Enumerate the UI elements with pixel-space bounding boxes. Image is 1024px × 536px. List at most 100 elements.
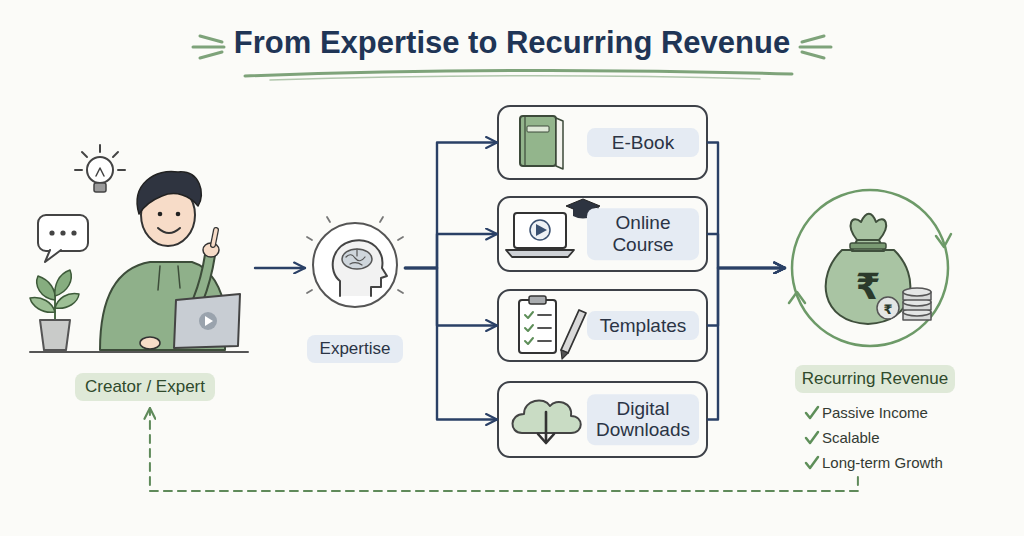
laptop-base — [506, 250, 574, 257]
eye — [158, 212, 163, 217]
expertise-circle: Expertise — [305, 215, 405, 365]
check-mark — [525, 325, 533, 331]
product-label: Online Course — [587, 208, 699, 260]
plant-leaf — [55, 294, 79, 309]
title-dash — [802, 52, 824, 58]
ray — [380, 217, 383, 222]
product-box: Digital Downloads — [497, 381, 708, 458]
play-button — [530, 220, 550, 240]
revenue-circle: Recurring RevenuePassive IncomeScalableL… — [785, 185, 965, 477]
flow-arrow — [708, 143, 785, 268]
pointing-finger — [213, 230, 216, 245]
money-bag — [826, 250, 911, 324]
flow-arrow — [405, 143, 497, 268]
ray — [75, 169, 82, 171]
ray — [327, 217, 330, 222]
ray — [113, 152, 118, 157]
speech-dot — [71, 230, 76, 235]
clipboard-clip — [529, 296, 546, 304]
speech-dot — [60, 230, 65, 235]
ray — [99, 145, 101, 152]
ray — [398, 237, 403, 240]
speech-bubble — [38, 215, 88, 251]
flow-arrow — [708, 268, 785, 326]
title-dash — [200, 36, 222, 42]
text-line — [538, 315, 551, 341]
book-spine — [524, 117, 525, 165]
laptop-back — [174, 294, 240, 348]
laptop-screen — [514, 213, 566, 248]
book-cover — [520, 116, 556, 166]
hand — [140, 337, 160, 349]
flow-arrow — [405, 268, 497, 420]
title-dash — [802, 36, 824, 42]
node-label: Recurring Revenue — [795, 365, 955, 393]
speech-bubble-tail — [45, 250, 61, 262]
flow-arrow — [405, 268, 497, 326]
plant-leaf — [37, 276, 55, 300]
play-triangle — [536, 224, 547, 236]
play-button — [199, 312, 217, 330]
book-pages — [556, 118, 563, 169]
ray — [307, 237, 312, 240]
title-dash — [800, 46, 831, 49]
creator-illustration — [30, 145, 248, 352]
product-box: Templates — [497, 289, 708, 362]
coin-symbol: ₹ — [883, 303, 892, 316]
hair — [137, 171, 201, 214]
cycle-arrow-head — [936, 234, 951, 247]
pointing-finger — [213, 230, 216, 245]
check-mark — [806, 432, 818, 443]
book-label — [527, 126, 549, 132]
ray — [307, 290, 312, 293]
ebook-icon — [520, 116, 563, 169]
expertise-ring — [313, 223, 397, 307]
benefit-item: Scalable — [822, 429, 880, 446]
download-arrow — [545, 412, 548, 442]
speech-dot — [49, 230, 54, 235]
download-arrow-head — [538, 434, 554, 443]
flow-arrow — [708, 268, 785, 420]
smile — [158, 228, 180, 233]
product-label: Templates — [587, 311, 699, 341]
plant-pot — [40, 320, 70, 350]
expertise-icon — [307, 217, 403, 307]
product-box: Online Course — [497, 196, 708, 272]
revenue-icon — [789, 190, 951, 468]
ray — [82, 152, 87, 157]
play-triangle — [205, 316, 213, 326]
benefit-item: Passive Income — [822, 404, 928, 421]
check-mark — [806, 407, 818, 418]
ray — [118, 169, 125, 171]
title-dash — [200, 52, 222, 58]
templates-icon — [519, 296, 586, 359]
flow-arrow — [708, 234, 785, 268]
hoodie-string — [158, 266, 180, 290]
plant-leaf — [30, 298, 55, 313]
head-profile — [333, 240, 387, 296]
brain — [342, 249, 372, 269]
title-dash — [193, 46, 224, 49]
title-underline — [270, 76, 760, 80]
money-bag-top — [851, 214, 887, 240]
pencil-tip — [561, 350, 568, 359]
coin — [903, 288, 931, 296]
arm — [198, 255, 210, 300]
currency-symbol: ₹ — [855, 269, 880, 305]
downloads-icon — [512, 400, 580, 443]
diagram-title: From Expertise to Recurring Revenue — [0, 24, 1024, 62]
check-mark — [806, 457, 818, 468]
desk-line — [30, 351, 248, 353]
node-label: Creator / Expert — [75, 373, 215, 401]
check-mark — [525, 338, 533, 344]
feedback-arrow — [150, 408, 858, 491]
node-label: Expertise — [307, 335, 403, 363]
pencil — [561, 310, 586, 353]
flow-arrow — [255, 267, 305, 269]
money-bag-tie — [850, 243, 886, 249]
brain-fold — [346, 249, 365, 265]
benefit-item: Long-term Growth — [822, 454, 943, 471]
product-label: E-Book — [587, 128, 699, 158]
